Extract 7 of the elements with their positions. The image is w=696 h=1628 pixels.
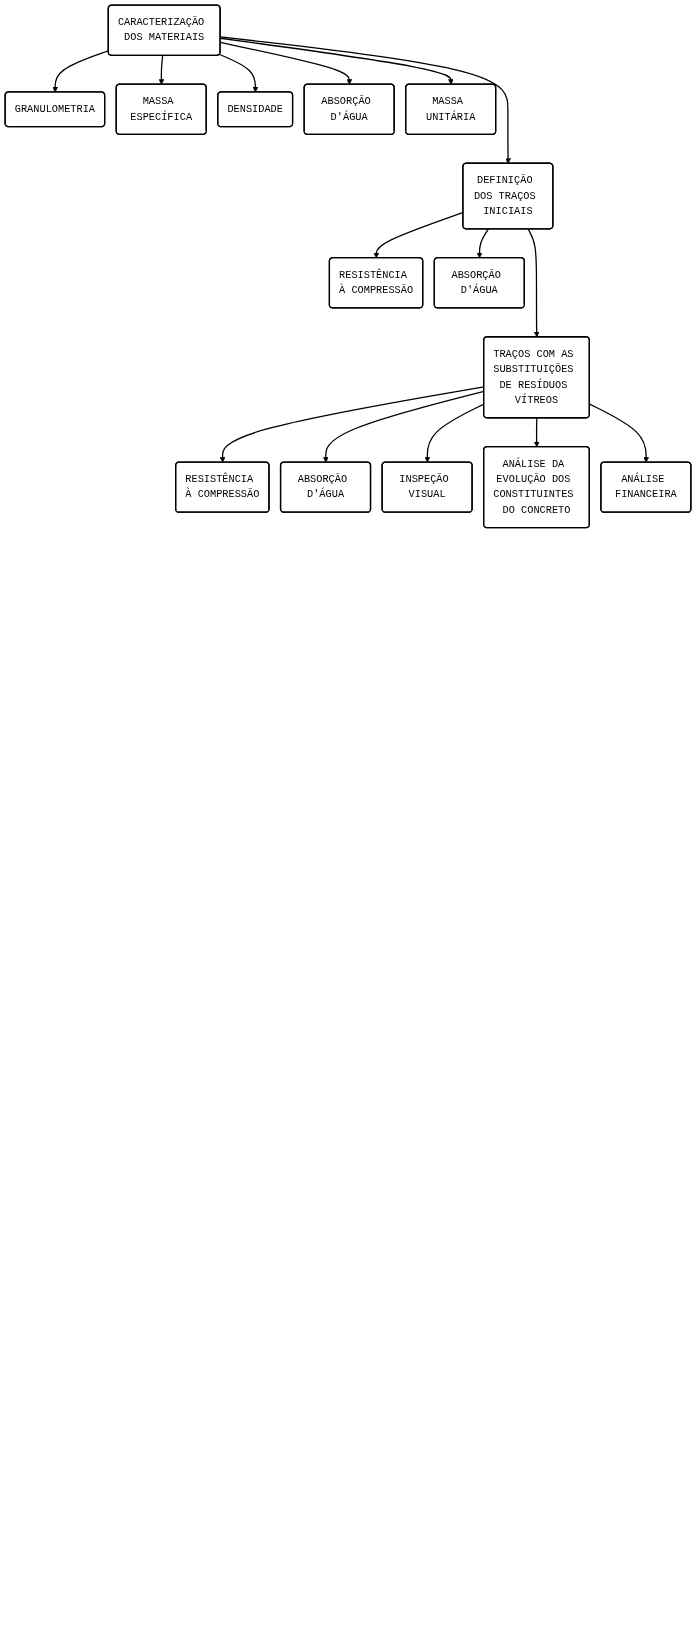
arrow xyxy=(527,228,540,338)
arrow xyxy=(533,417,540,448)
arrow xyxy=(219,53,259,93)
arrow xyxy=(158,54,165,85)
arrow xyxy=(476,228,489,259)
arrow xyxy=(219,36,511,164)
arrow xyxy=(589,403,649,463)
